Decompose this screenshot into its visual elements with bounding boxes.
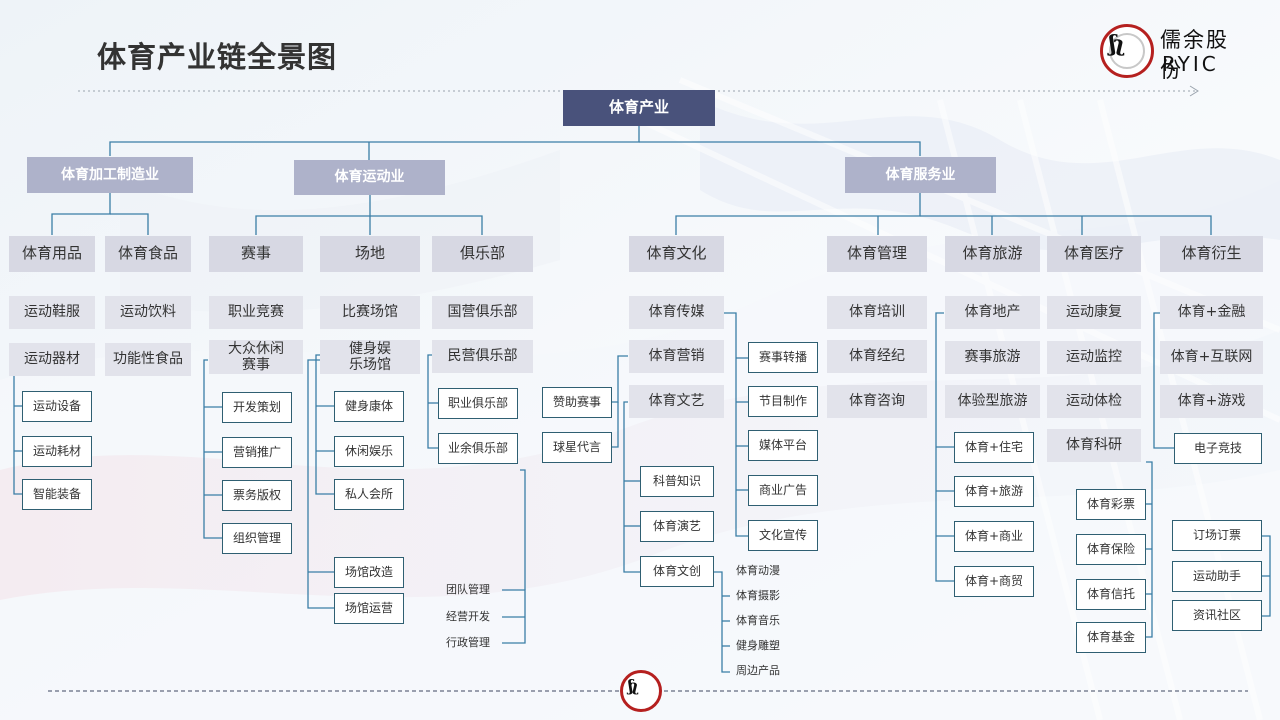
node-esports-sub-item: 资讯社区 [1172,600,1262,631]
node-media-item: 媒体平台 [748,430,818,461]
logo-mark: ʃʅ [1109,31,1125,57]
node-arts-item: 体育文创 [640,556,714,587]
node-events-item: 大众休闲赛事 [209,340,303,374]
node-clubs-ops-item: 团队管理 [446,582,490,596]
node-marketing-item: 赞助赛事 [542,387,612,418]
node-culture: 体育文化 [629,236,724,272]
logo-english-name: RYIC [1162,52,1219,76]
node-derivative-item: 体育+互联网 [1160,341,1263,374]
node-tourism-sub-item: 体育+旅游 [954,476,1034,507]
node-events-sub-item: 组织管理 [222,523,292,554]
node-finance-item: 体育彩票 [1076,489,1146,520]
node-tourism: 体育旅游 [945,236,1040,272]
node-creative-item: 体育音乐 [736,613,780,627]
node-tourism-item: 体育地产 [945,296,1040,329]
node-culture-item: 体育传媒 [629,296,724,329]
node-creative-item: 健身雕塑 [736,638,780,652]
node-events-sub-item: 票务版权 [222,480,292,511]
node-food-item: 运动饮料 [105,296,191,329]
node-goods-item: 运动鞋服 [9,296,95,329]
node-esports: 电子竞技 [1174,433,1262,464]
node-management: 体育管理 [827,236,927,272]
node-goods: 体育用品 [9,236,95,272]
company-logo: ʃʅ 儒余股份 RYIC [1100,22,1240,84]
node-events-sub-item: 营销推广 [222,437,292,468]
node-culture-item: 体育文艺 [629,385,724,418]
node-clubs-ops-item: 行政管理 [446,635,490,649]
node-esports-sub-item: 订场订票 [1172,520,1262,551]
logo-emblem: ʃʅ [1100,24,1154,78]
node-venues: 场地 [320,236,420,272]
node-category-sports: 体育运动业 [294,160,445,195]
node-derivative: 体育衍生 [1160,236,1263,272]
node-goods-item: 运动器材 [9,343,95,376]
node-creative-item: 体育摄影 [736,588,780,602]
node-medical-item: 运动监控 [1047,341,1141,374]
node-events-sub-item: 开发策划 [222,392,292,423]
node-medical: 体育医疗 [1047,236,1141,272]
node-tourism-sub-item: 体育+住宅 [954,432,1034,463]
node-venues-sub-item: 健身康体 [334,391,404,422]
node-equipment-item: 智能装备 [22,479,92,510]
node-medical-item: 体育科研 [1047,429,1141,462]
node-derivative-item: 体育+金融 [1160,296,1263,329]
node-medical-item: 运动康复 [1047,296,1141,329]
node-equipment-item: 运动耗材 [22,436,92,467]
node-derivative-item: 体育+游戏 [1160,385,1263,418]
node-food-item: 功能性食品 [105,343,191,376]
node-media-item: 商业广告 [748,475,818,506]
logo-chinese-name: 儒余股份 [1160,28,1229,82]
node-category-manufacturing: 体育加工制造业 [27,157,193,193]
node-equipment-item: 运动设备 [22,391,92,422]
node-root: 体育产业 [563,90,715,126]
node-events-item: 职业竞赛 [209,296,303,329]
node-management-item: 体育培训 [827,296,927,329]
node-category-service: 体育服务业 [845,157,996,193]
node-venues-sub-item: 私人会所 [334,479,404,510]
node-finance-item: 体育信托 [1076,579,1146,610]
node-esports-sub-item: 运动助手 [1172,561,1262,592]
node-clubs-sub-item: 职业俱乐部 [438,388,518,419]
node-tourism-item: 体验型旅游 [945,385,1040,418]
node-venues-ops-item: 场馆运营 [334,593,404,624]
node-venues-ops-item: 场馆改造 [334,557,404,588]
node-creative-item: 体育动漫 [736,563,780,577]
node-clubs-item: 国营俱乐部 [432,296,533,329]
node-arts-item: 科普知识 [640,466,714,497]
node-clubs-item: 民营俱乐部 [432,340,533,373]
node-venues-item: 比赛场馆 [320,296,420,329]
node-tourism-sub-item: 体育+商业 [954,521,1034,552]
page-title: 体育产业链全景图 [97,40,338,74]
node-tourism-sub-item: 体育+商贸 [954,566,1034,597]
node-media-item: 赛事转播 [748,342,818,373]
node-management-item: 体育咨询 [827,385,927,418]
node-arts-item: 体育演艺 [640,511,714,542]
node-finance-item: 体育保险 [1076,534,1146,565]
node-food: 体育食品 [105,236,191,272]
node-medical-item: 运动体检 [1047,385,1141,418]
node-clubs-ops-item: 经营开发 [446,609,490,623]
node-events: 赛事 [209,236,303,272]
node-venues-item: 健身娱乐场馆 [320,340,420,374]
node-marketing-item: 球星代言 [542,432,612,463]
node-tourism-item: 赛事旅游 [945,341,1040,374]
node-venues-sub-item: 休闲娱乐 [334,436,404,467]
node-clubs: 俱乐部 [432,236,533,272]
node-media-item: 文化宣传 [748,520,818,551]
node-clubs-sub-item: 业余俱乐部 [438,433,518,464]
footer-logo-emblem: ʃʅ [620,670,662,712]
node-creative-item: 周边产品 [736,663,780,677]
node-media-item: 节目制作 [748,386,818,417]
node-finance-item: 体育基金 [1076,622,1146,653]
node-management-item: 体育经纪 [827,340,927,373]
node-culture-item: 体育营销 [629,340,724,373]
